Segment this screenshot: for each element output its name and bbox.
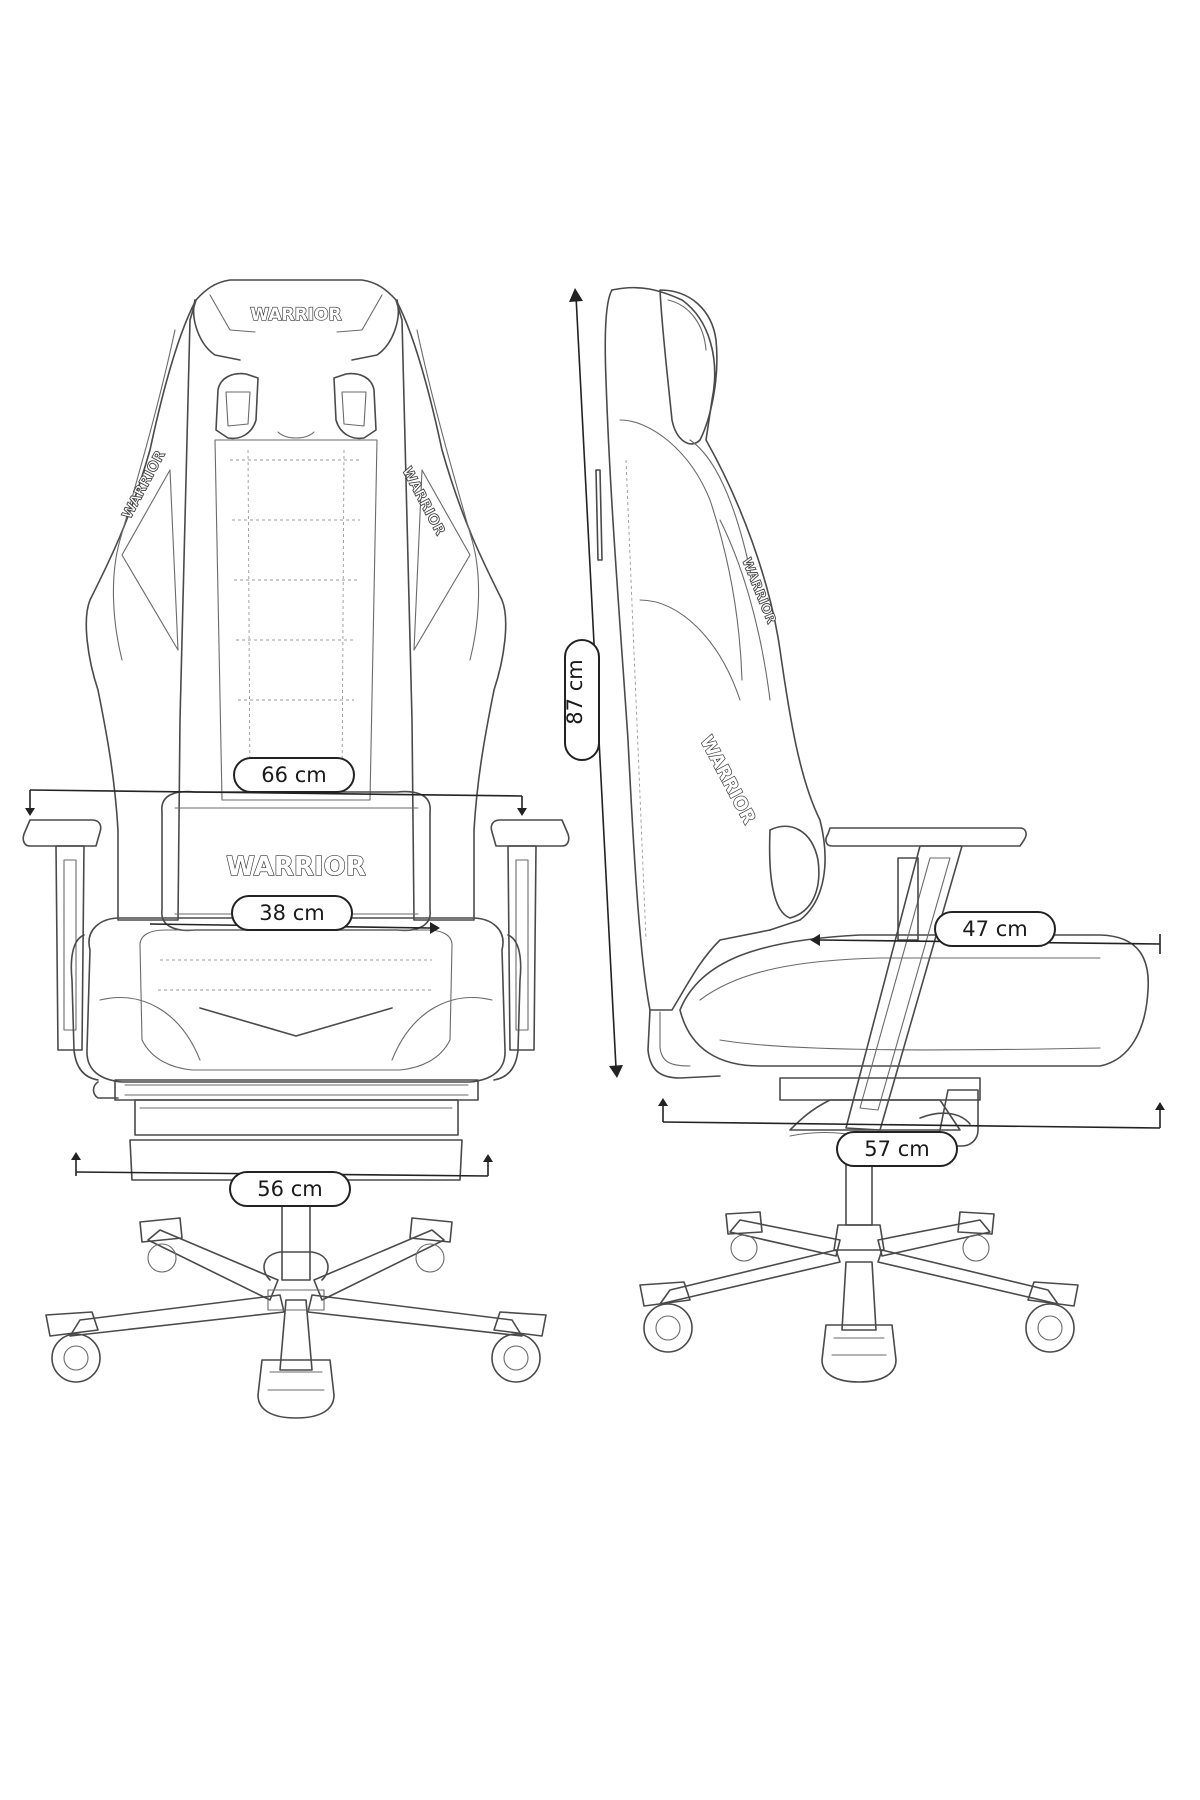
- front-view-chair: WARRIOR WARRIOR WARRIOR WARRIOR: [22, 279, 570, 1419]
- side-back-right-caster: [957, 1211, 995, 1262]
- side-back-left-caster: [725, 1211, 763, 1262]
- dimension-seat-width: 38 cm: [149, 895, 440, 934]
- base-width-pill: [229, 1171, 351, 1207]
- side-front-caster: [821, 1324, 897, 1383]
- side-wing-logo: WARRIOR: [696, 732, 760, 827]
- side-view-chair: WARRIOR WARRIOR: [595, 286, 1150, 1383]
- height-pill: [564, 639, 600, 761]
- seat-depth-pill: [934, 911, 1056, 947]
- dimension-armrest-width: 66 cm: [25, 757, 527, 816]
- back-left-caster: [139, 1217, 183, 1273]
- headrest-logo: WARRIOR: [250, 305, 341, 325]
- dimension-height: 87 cm: [563, 288, 623, 1078]
- height-label: 87 cm: [563, 659, 587, 724]
- back-right-caster: [409, 1217, 453, 1273]
- armrest-width-pill: [233, 757, 355, 793]
- seat-width-label: 38 cm: [259, 901, 324, 925]
- dimension-base-depth: 57 cm: [658, 1098, 1165, 1167]
- seat-depth-label: 47 cm: [962, 917, 1027, 941]
- base-width-label: 56 cm: [257, 1177, 322, 1201]
- dimension-seat-depth: 47 cm: [810, 911, 1161, 954]
- front-caster: [257, 1359, 335, 1419]
- seat-width-pill: [231, 895, 353, 931]
- dimension-base-width: 56 cm: [71, 1152, 493, 1207]
- side-backrest-logo: WARRIOR: [738, 556, 778, 626]
- base-depth-pill: [836, 1131, 958, 1167]
- armrest-width-label: 66 cm: [261, 763, 326, 787]
- side-left-caster: [639, 1281, 693, 1353]
- side-right-caster: [1025, 1281, 1079, 1353]
- left-caster: [45, 1311, 101, 1383]
- lumbar-pillow-logo: WARRIOR: [226, 852, 365, 882]
- right-caster: [491, 1311, 547, 1383]
- base-depth-label: 57 cm: [864, 1137, 929, 1161]
